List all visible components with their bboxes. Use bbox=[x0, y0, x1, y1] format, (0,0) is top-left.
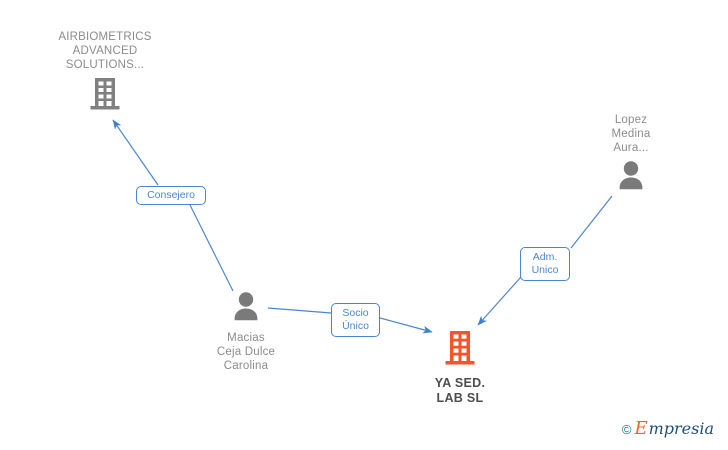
node-yasedlab[interactable]: YA SED. LAB SL bbox=[390, 330, 530, 406]
relation-label-socio-unico[interactable]: Socio Único bbox=[331, 303, 380, 337]
edge-socio-unico bbox=[267, 307, 433, 334]
relation-label-consejero[interactable]: Consejero bbox=[136, 186, 206, 205]
person-icon[interactable] bbox=[230, 291, 262, 326]
copyright-icon: © bbox=[621, 421, 632, 437]
edge-adm-unico bbox=[477, 195, 613, 326]
brand-name: mpresia bbox=[648, 419, 714, 438]
person-icon[interactable] bbox=[615, 160, 647, 195]
node-macias-ceja-dulce-carolina[interactable]: Macias Ceja Dulce Carolina bbox=[176, 291, 316, 373]
node-label-airbiometrics: AIRBIOMETRICS ADVANCED SOLUTIONS... bbox=[58, 31, 152, 71]
company-building-icon[interactable] bbox=[89, 77, 121, 116]
company-building-icon[interactable] bbox=[444, 330, 476, 371]
edge-consejero bbox=[112, 119, 234, 292]
brand-initial: E bbox=[634, 418, 648, 439]
node-label-macias-ceja-dulce-carolina: Macias Ceja Dulce Carolina bbox=[216, 332, 276, 372]
empresia-watermark: © E mpresia bbox=[622, 420, 714, 438]
node-label-lopez-medina-aura: Lopez Medina Aura... bbox=[611, 114, 651, 154]
node-lopez-medina-aura[interactable]: Lopez Medina Aura... bbox=[561, 113, 701, 195]
node-airbiometrics[interactable]: AIRBIOMETRICS ADVANCED SOLUTIONS... bbox=[35, 30, 175, 116]
relation-label-adm-unico[interactable]: Adm. Unico bbox=[520, 247, 570, 281]
node-label-yasedlab: YA SED. LAB SL bbox=[434, 376, 486, 405]
